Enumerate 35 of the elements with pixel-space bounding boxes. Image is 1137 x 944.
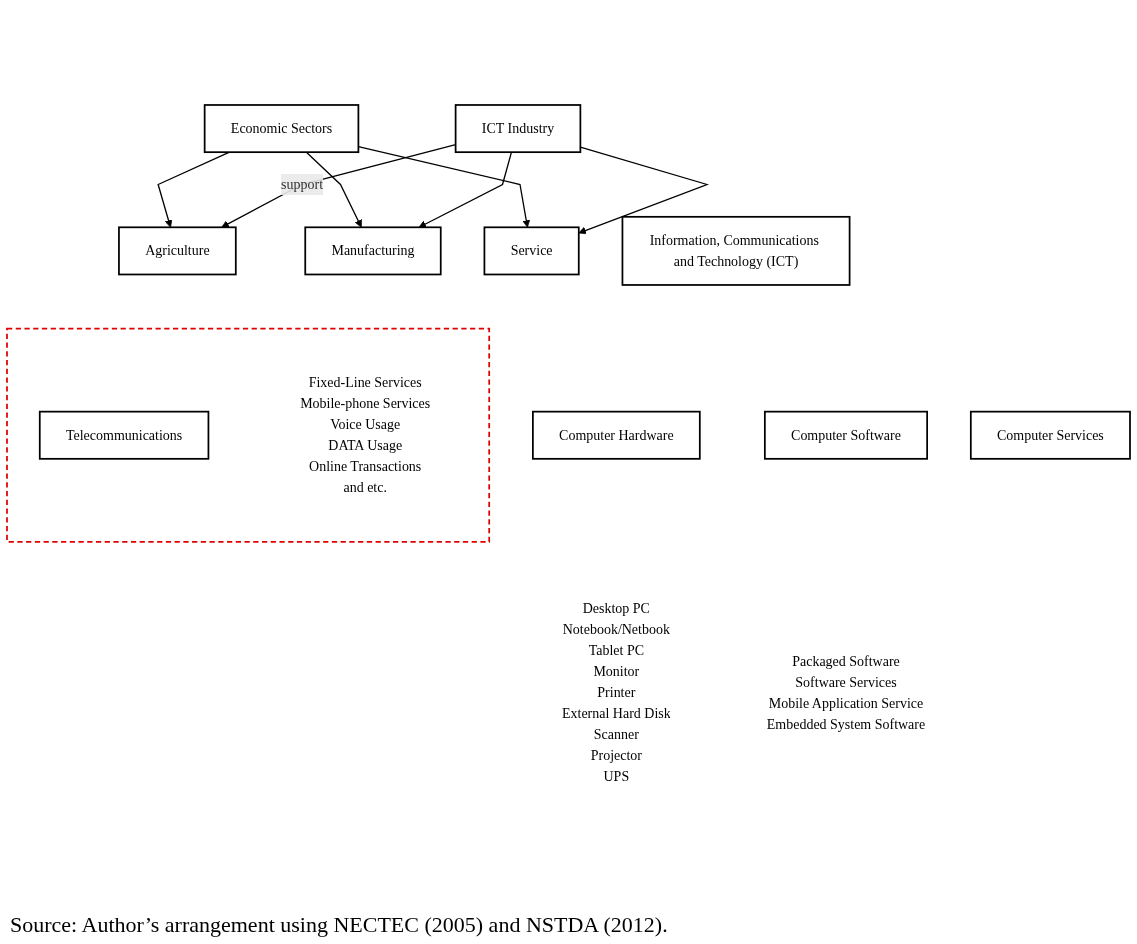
node-box: Information, Communications and Technology (ICT) [621,216,851,287]
node-label: Voice Usage [330,417,401,433]
node-box: Computer Services [969,411,1131,460]
node-label: External Hard Disk [562,706,671,722]
node-box: Service [483,226,580,276]
node-box: Telecommunications [38,411,210,460]
node-label: Projector [590,748,642,764]
node-label: Tablet PC [588,643,644,659]
node-label: Packaged Software [792,653,900,669]
node-box: Agriculture [118,226,237,276]
node-label: Monitor [593,664,640,680]
node-label: Embedded System Software [766,716,926,732]
node-label: DATA Usage [328,438,403,453]
node-box: Computer Software [763,411,928,460]
caption: Source: Author’s arrangement using NECTEC (2005) and NSTDA (2012). [9,911,669,939]
cluster [6,328,491,543]
node-label: Mobile Application Service [768,695,924,711]
arrow [305,151,362,228]
node-label: Fixed-Line Services [308,375,422,391]
node-label: Scanner [593,727,639,743]
node-label: Mobile-phone Services [300,396,431,412]
node-label: Notebook/Netbook [562,622,670,638]
node-label: and etc. [343,480,387,495]
arrow [418,151,513,228]
node-label: Online Transactions [309,459,422,474]
node-box: Computer Hardware [532,411,701,460]
node-label: Desktop PC [582,601,650,617]
arrow [578,146,709,235]
node-box: ICT Industry [454,104,582,154]
node-box: Manufacturing [304,226,442,276]
edge-label: support [281,176,324,192]
node-label: Software Services [795,674,897,690]
node-label: Printer [597,685,636,701]
node-label: UPS [603,769,630,785]
node-box: Economic Sectors [203,104,360,154]
